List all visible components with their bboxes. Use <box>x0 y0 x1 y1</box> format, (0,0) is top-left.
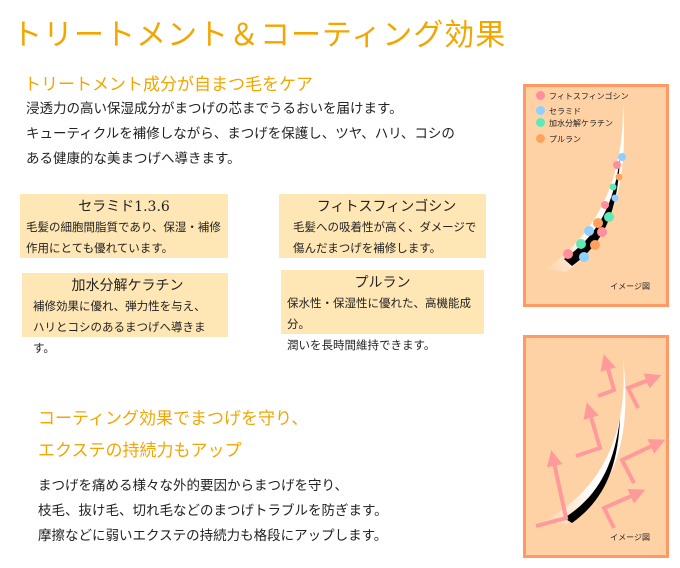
blue-dot-icon <box>536 106 545 115</box>
coating-illustration: イメージ図 <box>523 335 669 558</box>
pink-dot-icon <box>536 91 545 100</box>
ingredient-name: フィトスフィンゴシン <box>316 199 457 215</box>
ingredient-text: 作用にとても優れています。 <box>26 241 174 255</box>
text-line: まつげを痛める様々な外的要因からまつげを守り、 <box>38 478 348 494</box>
text-line: 摩擦などに弱いエクステの持続力も格段にアップします。 <box>38 528 388 544</box>
legend-label: フィトスフィンゴシン <box>549 92 629 101</box>
heading-line: エクステの持続力もアップ <box>38 441 242 461</box>
legend-item: フィトスフィンゴシン <box>536 91 629 102</box>
heading-line: コーティング効果でまつげを守り、 <box>38 409 309 429</box>
image-caption: イメージ図 <box>610 533 650 542</box>
text-line: ある健康的な美まつげへ導きます。 <box>26 151 241 167</box>
text-line: 枝毛、抜け毛、切れ毛などのまつげトラブルを防ぎます。 <box>38 503 388 519</box>
ingredient-box-pullulan: プルラン 保水性・保湿性に優れた、高機能成分。 潤いを長時間維持できます。 <box>281 270 484 352</box>
eyelash-ingredients-image <box>546 102 626 272</box>
ingredient-name: 加水分解ケラチン <box>71 278 184 294</box>
page-title: トリートメント＆コーティング効果 <box>12 18 507 53</box>
ingredient-box-keratin: 加水分解ケラチン 補修効果に優れ、弾力性を与え、 ハリとコシのあるまつげへ導きま… <box>22 273 228 355</box>
ingredient-text: 傷んだまつげを補修します。 <box>293 241 442 255</box>
text-line: キューティクルを補修しながら、まつげを保護し、ツヤ、ハリ、コシの <box>26 126 455 142</box>
coating-heading: コーティング効果でまつげを守り、 エクステの持続力もアップ <box>38 403 308 467</box>
treatment-illustration: フィトスフィンゴシン セラミド 加水分解ケラチン プルラン イメージ図 <box>523 84 669 307</box>
treatment-description: 浸透力の高い保湿成分がまつげの芯までうるおいを届けます。 キューティクルを補修し… <box>26 97 455 172</box>
treatment-heading: トリートメント成分が自まつ毛をケア <box>24 75 313 95</box>
legend-label: 加水分解ケラチン <box>549 119 613 128</box>
ingredient-text: 毛髪への吸着性が高く、ダメージで <box>293 220 477 234</box>
ingredient-text: 保水性・保湿性に優れた、高機能成分。 <box>287 296 471 331</box>
ingredient-text: ハリとコシのあるまつげへ導きます。 <box>33 320 206 355</box>
legend-item: プルラン <box>536 134 581 145</box>
text-line: 浸透力の高い保湿成分がまつげの芯までうるおいを届けます。 <box>26 101 403 117</box>
legend-label: プルラン <box>549 135 581 144</box>
ingredient-text: 潤いを長時間維持できます。 <box>287 338 436 352</box>
legend-item: セラミド <box>536 106 581 117</box>
legend-item: 加水分解ケラチン <box>536 118 613 129</box>
ingredient-name: プルラン <box>354 275 411 291</box>
green-dot-icon <box>536 118 545 127</box>
image-caption: イメージ図 <box>610 282 650 291</box>
ingredient-text: 毛髪の細胞間脂質であり、保湿・補修 <box>26 220 221 234</box>
coating-description: まつげを痛める様々な外的要因からまつげを守り、 枝毛、抜け毛、切れ毛などのまつげ… <box>38 474 388 549</box>
ingredient-box-ceramide: セラミド1.3.6 毛髪の細胞間脂質であり、保湿・補修 作用にとても優れています… <box>20 194 228 258</box>
eyelash-protection-image <box>535 354 666 529</box>
ingredient-text: 補修効果に優れ、弾力性を与え、 <box>33 299 206 313</box>
legend-label: セラミド <box>549 107 581 116</box>
orange-dot-icon <box>536 134 545 143</box>
ingredient-box-phytosphingosine: フィトスフィンゴシン 毛髪への吸着性が高く、ダメージで 傷んだまつげを補修します… <box>279 194 486 258</box>
ingredient-name: セラミド1.3.6 <box>78 199 170 215</box>
